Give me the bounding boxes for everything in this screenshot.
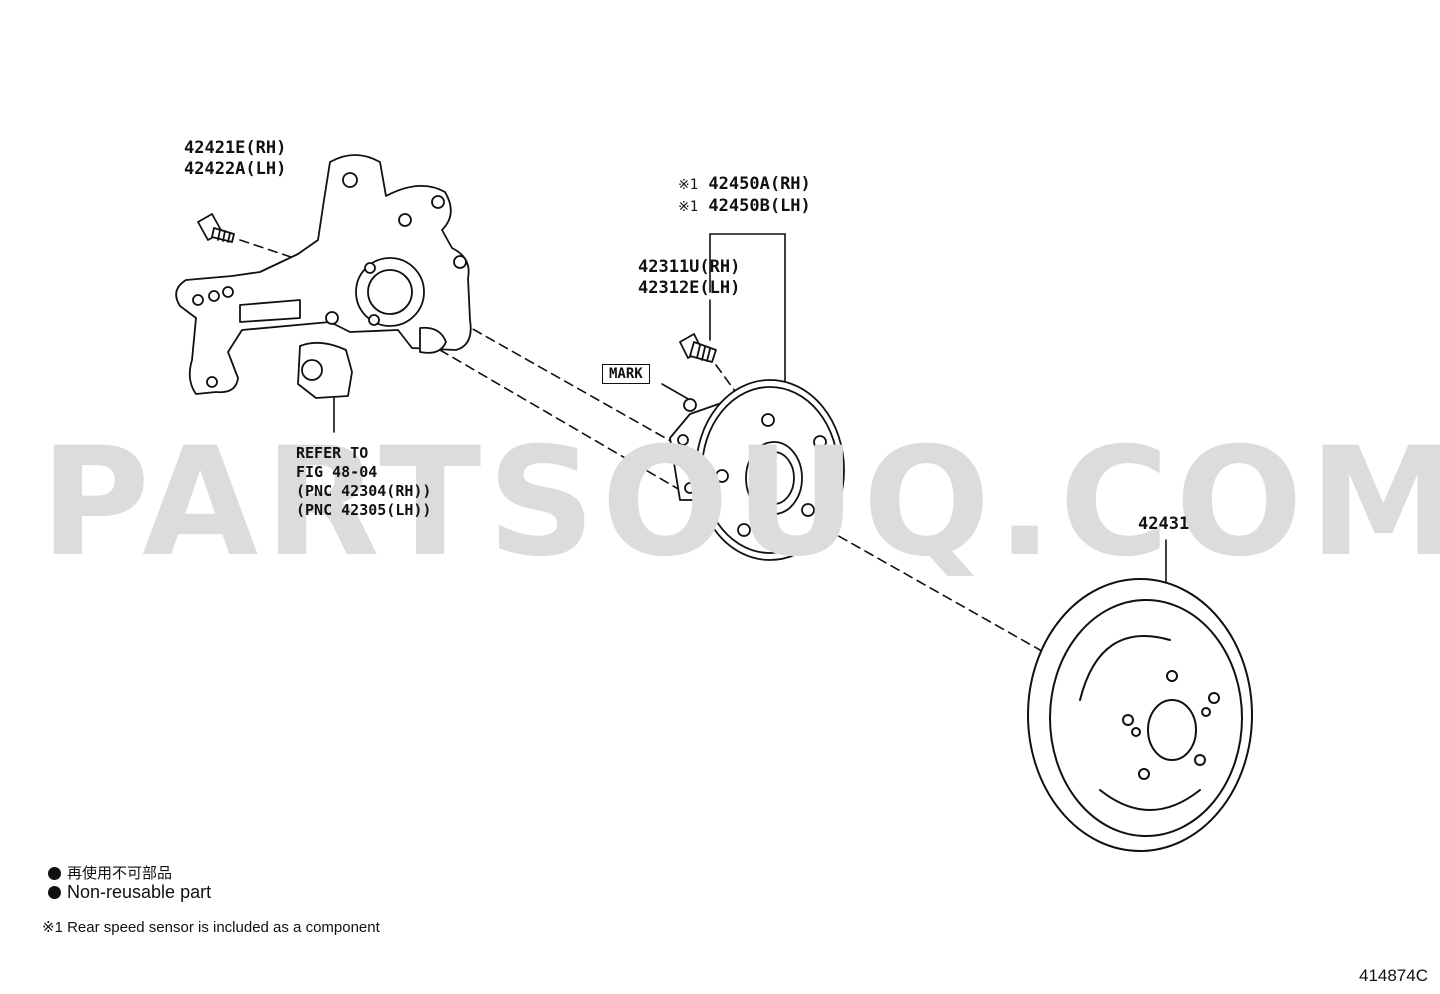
watermark-text: PARTSOUQ.COM <box>40 416 1440 590</box>
hub-bolt <box>679 333 717 363</box>
hub-bolt-rh-number: 42311U(RH) <box>638 257 741 277</box>
hub-bolt-lh-number: 42312E(LH) <box>638 278 741 298</box>
legend-dot-icon <box>48 885 61 899</box>
hub-lh-label[interactable]: ※1 42450B(LH) <box>678 196 811 218</box>
refer-line-4[interactable]: (PNC 42305(LH)) <box>296 501 432 519</box>
legend-note-text: Rear speed sensor is included as a compo… <box>67 919 380 936</box>
knuckle-bolt <box>197 213 235 243</box>
hub-rh-symbol: ※1 <box>678 177 699 193</box>
refer-line-2[interactable]: FIG 48-04 <box>296 463 378 481</box>
diagram-code: 414874C <box>1358 966 1428 985</box>
refer-line-1[interactable]: REFER TO <box>296 444 369 462</box>
hub-bracket-leader <box>709 233 786 396</box>
hub-lh-number: 42450B(LH) <box>708 196 811 216</box>
knuckle-bolt-lh-label[interactable]: 42422A(LH) <box>184 159 287 179</box>
knuckle-bolt-rh-label[interactable]: 42421E(RH) <box>184 138 287 158</box>
disc-label[interactable]: 42431 <box>1138 514 1190 534</box>
steering-knuckle <box>175 154 472 399</box>
hub-rh-number: 42450A(RH) <box>708 174 811 194</box>
hub-bolt-rh-label[interactable]: 42311U(RH) <box>634 257 740 278</box>
legend-note-symbol: ※1 <box>42 919 63 936</box>
hub-rh-label[interactable]: ※1 42450A(RH) <box>678 174 811 196</box>
hub-bolt-lh-label[interactable]: 42312E(LH) <box>634 278 740 299</box>
brake-disc <box>1027 578 1253 852</box>
mark-callout: MARK <box>602 364 650 384</box>
legend-jp-text: 再使用不可部品 <box>67 864 173 882</box>
mark-leader <box>661 383 691 401</box>
refer-line-3[interactable]: (PNC 42304(RH)) <box>296 482 432 500</box>
legend-dot-icon <box>48 866 61 880</box>
hub-lh-symbol: ※1 <box>678 199 699 215</box>
legend-non-reusable-en: Non-reusable part <box>48 882 211 903</box>
legend-en-text: Non-reusable part <box>67 882 212 902</box>
legend-note: ※1 Rear speed sensor is included as a co… <box>42 918 380 936</box>
hub-bearing-assembly <box>669 379 845 561</box>
legend-non-reusable-jp: 再使用不可部品 <box>48 862 172 883</box>
